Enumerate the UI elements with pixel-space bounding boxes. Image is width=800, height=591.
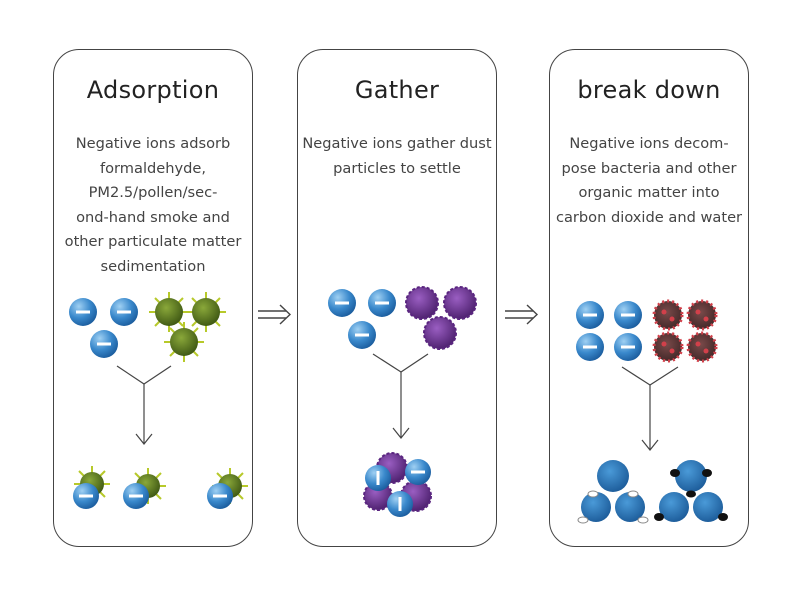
negative-ion-icon <box>69 298 97 326</box>
break-down-panel: break down Negative ions decom- pose bac… <box>549 49 749 547</box>
panel-title: Gather <box>354 76 440 104</box>
negative-ion-icon <box>110 298 138 326</box>
negative-ion-icon <box>614 333 642 361</box>
adsorption-illustration <box>69 292 248 509</box>
negative-ion-icon <box>576 333 604 361</box>
merge-arrow <box>621 366 679 451</box>
negative-ion-icon <box>348 321 376 349</box>
merge-arrow <box>372 353 429 439</box>
bacteria-icon <box>686 331 718 363</box>
dust-particle-icon <box>405 286 439 320</box>
adsorbed-particle <box>73 466 110 509</box>
break-down-illustration <box>576 299 728 524</box>
virus-icon <box>149 292 189 332</box>
negative-ion-icon <box>328 289 356 317</box>
negative-ion-icon <box>614 301 642 329</box>
gather-panel: Gather Negative ions gather dust particl… <box>297 49 497 547</box>
gathered-cluster <box>363 452 432 517</box>
bacteria-icon <box>652 331 684 363</box>
negative-ion-icon <box>368 289 396 317</box>
adsorbed-particle <box>207 468 248 509</box>
negative-ion-icon <box>576 301 604 329</box>
water-molecule-icon <box>577 460 649 524</box>
adsorption-panel: Adsorption Negative ions adsorb formalde… <box>53 49 253 547</box>
bacteria-icon <box>652 299 684 331</box>
gather-illustration <box>328 286 477 517</box>
panel-description: Negative ions adsorb formaldehyde, PM2.5… <box>64 135 242 275</box>
merge-arrow <box>116 365 172 445</box>
virus-icon <box>164 322 204 362</box>
double-arrow-icon <box>258 304 292 325</box>
adsorbed-particle <box>123 468 166 509</box>
panel-description: Negative ions gather dust particles to s… <box>302 135 492 177</box>
panel-title: Adsorption <box>86 76 220 104</box>
negative-ion-icon <box>90 330 118 358</box>
dust-particle-icon <box>423 316 457 350</box>
panel-title: break down <box>577 76 721 104</box>
carbon-dioxide-molecule-icon <box>654 460 728 522</box>
bacteria-icon <box>686 299 718 331</box>
double-arrow-icon <box>505 304 539 325</box>
virus-icon <box>186 292 226 332</box>
dust-particle-icon <box>443 286 477 320</box>
panel-description: Negative ions decom- pose bacteria and o… <box>555 135 743 226</box>
